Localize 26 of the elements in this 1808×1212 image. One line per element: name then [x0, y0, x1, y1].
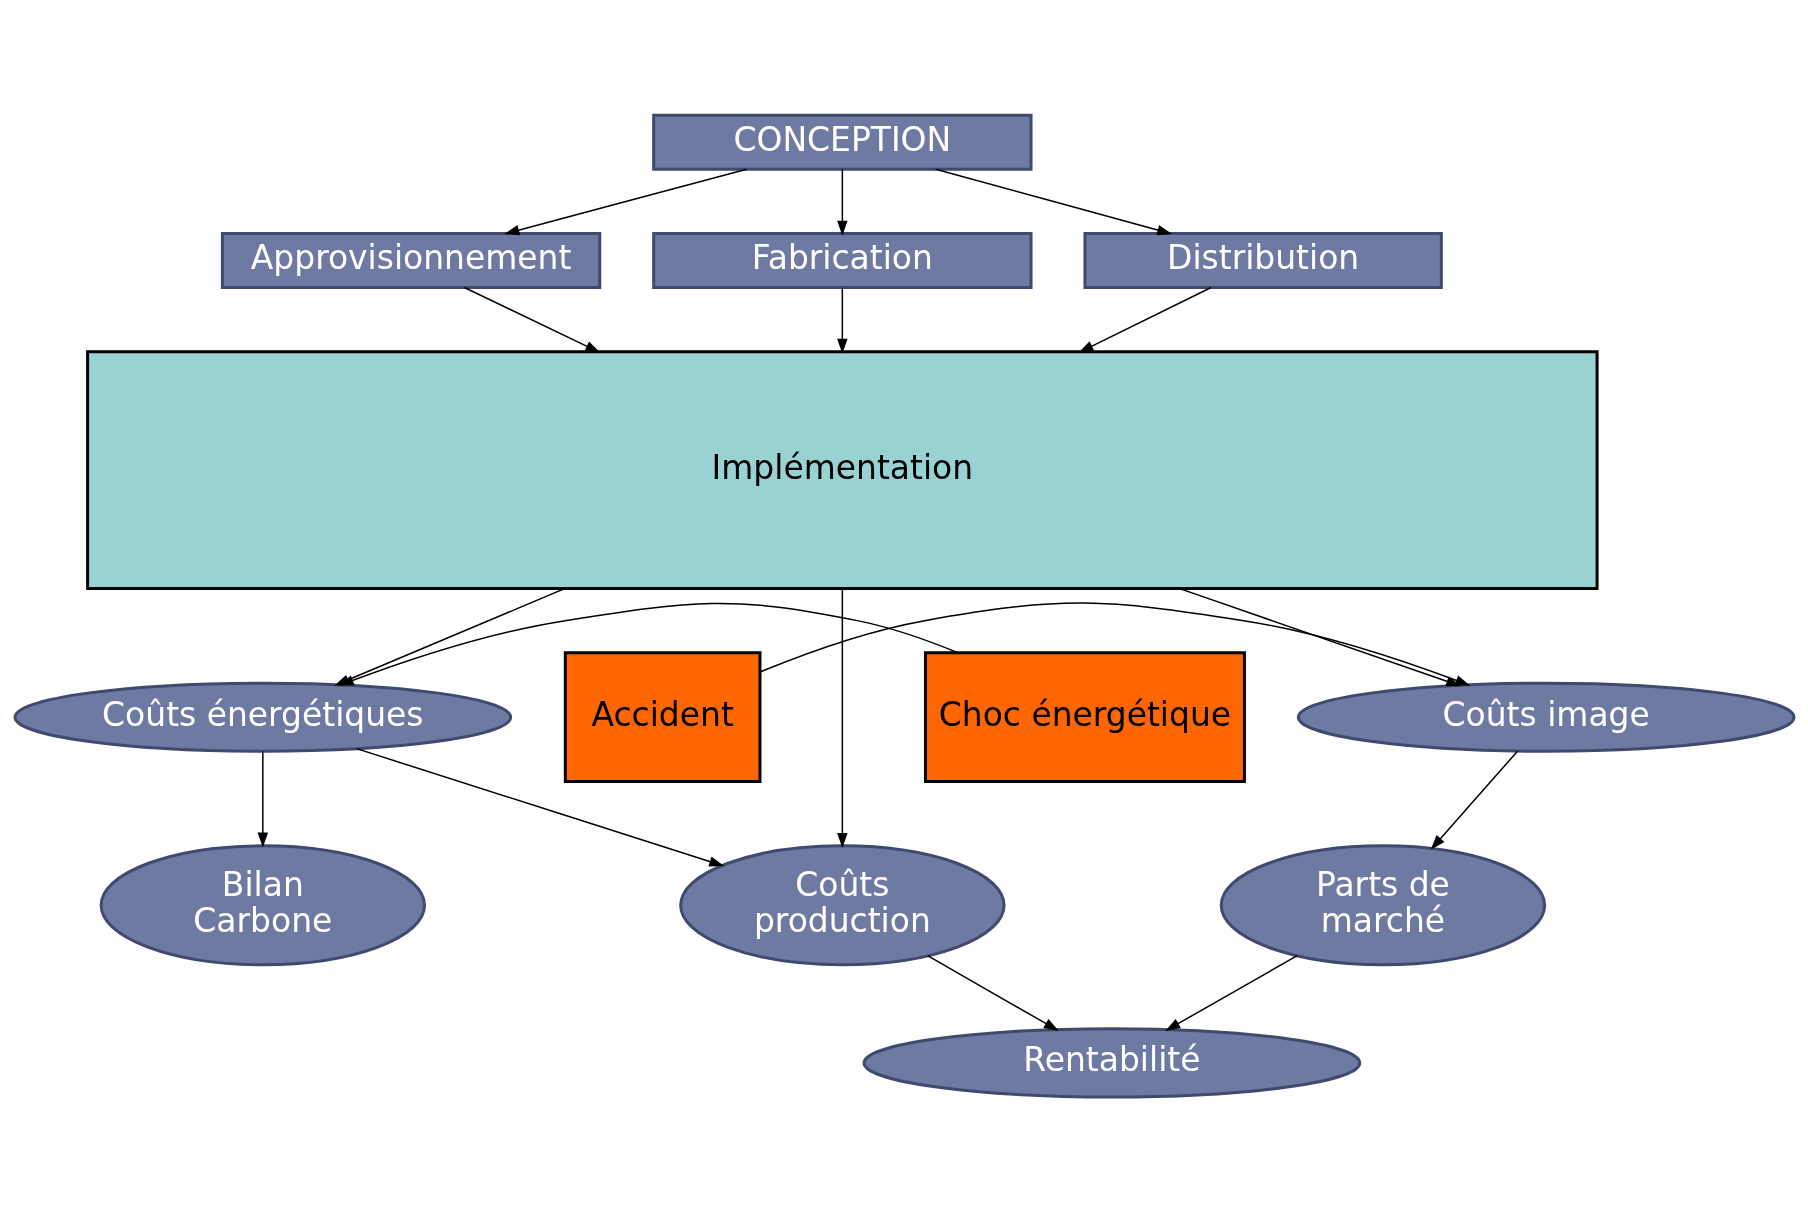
- node-ellipse: Coûts production: [678, 844, 1006, 967]
- arrow: [836, 587, 848, 848]
- arrow: [1164, 954, 1298, 1031]
- arrow: [926, 954, 1059, 1031]
- arrow: [934, 168, 1172, 236]
- arrow: [1077, 286, 1212, 353]
- node-box: Accident: [563, 651, 761, 784]
- arrow: [338, 602, 959, 686]
- node-ellipse: Coûts énergétiques: [13, 681, 512, 753]
- node-ellipse: Parts de marché: [1219, 844, 1546, 967]
- node-ellipse: Bilan Carbone: [99, 844, 426, 967]
- arrow: [1430, 750, 1518, 850]
- arrow: [257, 750, 268, 848]
- node-box: Implémentation: [85, 350, 1599, 590]
- node-ellipse: Rentabilité: [862, 1027, 1361, 1099]
- node-ellipse: Coûts image: [1296, 681, 1795, 753]
- arrow: [503, 168, 747, 236]
- node-box: Choc énergétique: [923, 651, 1246, 784]
- node-box: Distribution: [1082, 232, 1443, 289]
- arrow: [355, 747, 724, 867]
- node-box: Fabrication: [651, 232, 1033, 289]
- node-box: Approvisionnement: [220, 232, 601, 289]
- arrow: [836, 287, 848, 354]
- arrow: [836, 168, 848, 236]
- arrow: [463, 286, 600, 353]
- node-box: CONCEPTION: [651, 113, 1033, 171]
